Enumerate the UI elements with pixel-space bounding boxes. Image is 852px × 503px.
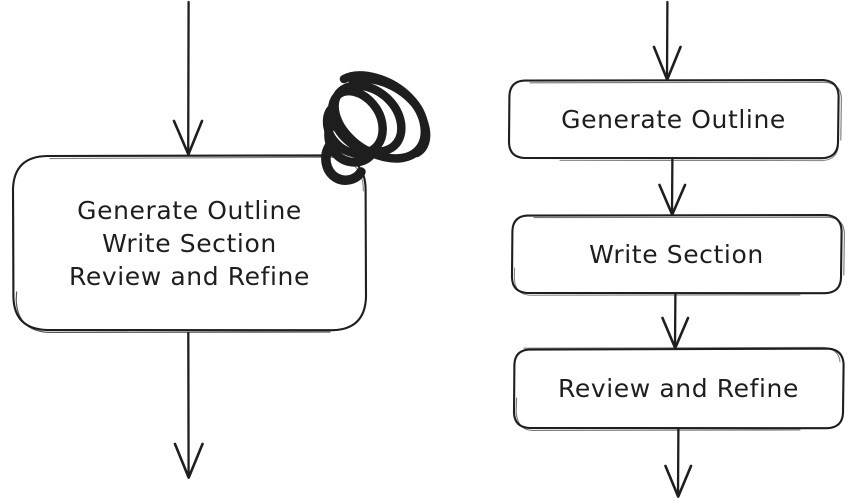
node-write-section-shape[interactable]	[510, 213, 845, 296]
arrow-into-merged-node[interactable]	[172, 0, 204, 156]
scribble-annotation[interactable]	[321, 71, 431, 185]
node-review-and-refine-shape[interactable]	[512, 346, 845, 431]
node-generate-outline-shape[interactable]	[507, 78, 842, 162]
arrow-out-of-review-and-refine[interactable]	[664, 427, 693, 498]
arrow-into-generate-outline[interactable]	[652, 0, 682, 81]
arrow-write-section-to-review-and-refine[interactable]	[661, 291, 690, 350]
arrow-generate-outline-to-write-section[interactable]	[658, 156, 687, 216]
arrow-out-of-merged-node[interactable]	[173, 331, 204, 479]
merged-node-shape[interactable]	[11, 154, 368, 334]
